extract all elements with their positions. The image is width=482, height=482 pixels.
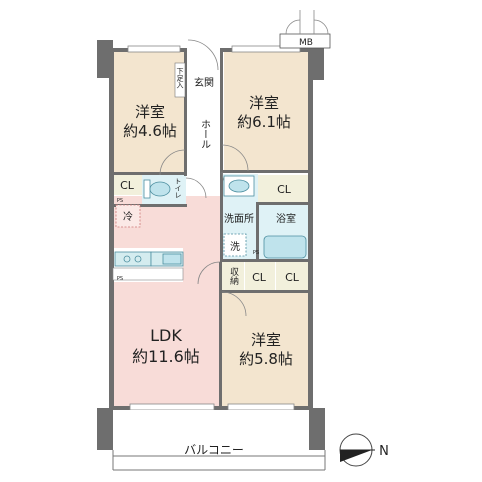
meter-box-label: MB	[299, 38, 313, 48]
fridge-space	[115, 204, 141, 228]
closet-se1-label: CL	[252, 271, 267, 284]
burner-2	[134, 255, 142, 263]
kitchen-counter	[112, 267, 184, 281]
storage-floor	[222, 262, 244, 292]
balcony: バルコニー	[112, 410, 326, 471]
wall-hall-wet	[220, 170, 223, 262]
closet-se2-floor	[276, 262, 309, 292]
column-tl	[97, 40, 113, 78]
washroom-label: 洗面所	[224, 213, 254, 225]
toilet-label: トイレ	[174, 178, 182, 199]
wall-left	[109, 48, 114, 410]
floors	[113, 50, 309, 408]
door-nw-room	[159, 149, 186, 176]
shoe-storage-label: 下足入	[176, 68, 184, 89]
fridge-label: 冷	[123, 210, 133, 223]
north-arrow: N	[339, 433, 389, 467]
door-ne-room	[221, 144, 249, 172]
washbasin-sink	[228, 179, 250, 193]
ldk-floor	[113, 196, 220, 408]
window-ldk	[129, 403, 215, 411]
western-room-se-size: 約5.8帖	[239, 350, 293, 368]
kitchen-sink	[162, 253, 182, 265]
wall-ne-bottom	[220, 170, 313, 173]
burner-1	[123, 255, 131, 263]
closet-se1-floor	[245, 262, 275, 292]
balcony-label: バルコニー	[184, 443, 244, 457]
toilet-bowl	[149, 181, 171, 197]
western-room-nw-name: 洋室	[135, 103, 165, 121]
outside-door-arcs	[285, 19, 329, 35]
western-room-ne-floor	[224, 50, 309, 172]
door-entrance	[187, 39, 219, 71]
ldk-size: 約11.6帖	[132, 347, 200, 366]
doors	[159, 39, 249, 317]
room-labels: 洋室 約4.6帖 洋室 約6.1帖 LDK 約11.6帖 洋室 約5.8帖	[123, 94, 293, 368]
western-room-ne-name: 洋室	[249, 94, 279, 112]
western-room-ne-size: 約6.1帖	[237, 113, 291, 131]
ldk-name: LDK	[150, 326, 182, 345]
laundry-label: 洗	[230, 241, 240, 253]
meter-box	[279, 33, 331, 49]
wall-ne-hall	[220, 48, 223, 172]
closet-se2-label: CL	[285, 271, 300, 284]
door-toilet	[185, 177, 207, 199]
door-ldk	[197, 261, 221, 285]
wall-bath-top	[256, 202, 313, 205]
western-room-nw-floor	[113, 50, 185, 175]
column-tr	[308, 42, 324, 80]
closet-nw-floor	[113, 175, 142, 195]
storage-label: 収納	[228, 266, 239, 286]
wall-se-top	[220, 290, 313, 293]
wall-nw-hall	[184, 48, 187, 176]
fixtures	[112, 175, 307, 281]
toilet-tank	[143, 179, 151, 199]
hall-label: ホール	[199, 119, 211, 149]
wall-wet-bottom	[220, 259, 313, 262]
bathroom-label: 浴室	[276, 212, 296, 225]
ps-label-1: PS	[117, 198, 123, 204]
closet-nw-label: CL	[120, 179, 135, 192]
wall-right	[308, 48, 313, 410]
north-arrow-pointer	[340, 450, 372, 462]
entrance-floor	[186, 62, 222, 92]
north-label: N	[379, 444, 389, 459]
closet-ne-floor	[258, 175, 309, 203]
entrance-label: 玄関	[194, 76, 214, 89]
kitchen-stove	[114, 251, 152, 267]
western-room-nw-size: 約4.6帖	[123, 122, 177, 140]
bathtub	[263, 235, 307, 259]
western-room-se-name: 洋室	[251, 331, 281, 349]
laundry-space	[223, 233, 247, 257]
meter-box-group: MB	[279, 10, 331, 49]
window-se	[227, 403, 295, 411]
window-ne	[231, 45, 301, 53]
window-nw	[127, 45, 181, 53]
balcony-area	[113, 410, 309, 456]
shoe-storage-box	[174, 62, 186, 98]
ps-label-2: PS	[117, 276, 123, 282]
wall-ldk-se	[219, 262, 222, 408]
closet-ne-label: CL	[277, 183, 292, 196]
western-room-se-floor	[222, 292, 309, 408]
wall-nw-bottom	[113, 172, 187, 175]
ps-label-3: PS	[253, 250, 259, 256]
door-se-room	[221, 291, 247, 317]
wall-toilet-bottom	[113, 204, 187, 207]
small-labels: 玄関 下足入 ホール トイレ 洗面所 浴室 洗 冷 収納 CL CL CL CL…	[117, 62, 300, 286]
wall-wash-bath	[256, 202, 259, 260]
